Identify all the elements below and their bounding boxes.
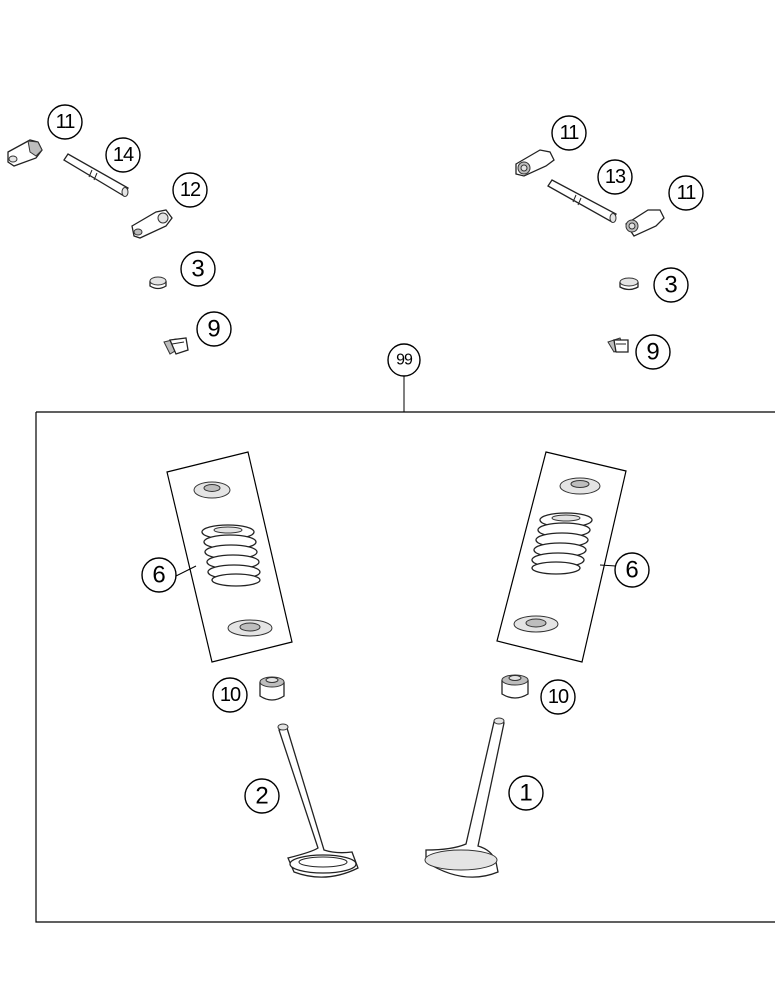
valve-spring-kit-left: [166, 451, 293, 663]
callout-label: 3: [191, 256, 204, 283]
valve-stem-seal-left-10: [259, 676, 285, 701]
callout-label: 11: [56, 111, 76, 133]
callout-label: 11: [677, 182, 697, 204]
callout-6: 6: [141, 557, 177, 593]
callout-label: 6: [625, 557, 638, 584]
callout-14: 14: [105, 137, 141, 173]
valve-keeper-left-9: [163, 337, 189, 355]
callout-12: 12: [172, 172, 208, 208]
rocker-arm-right-11-top: [515, 149, 555, 177]
callout-2: 2: [244, 778, 280, 814]
valve-keeper-right-9: [607, 337, 629, 353]
rocker-arm-right-11-bottom: [625, 209, 665, 237]
callout-9: 9: [635, 334, 671, 370]
rocker-shaft-13: [547, 179, 617, 223]
callout-label: 12: [180, 179, 201, 201]
callout-label: 9: [207, 316, 220, 343]
callout-label: 3: [664, 272, 677, 299]
callout-13: 13: [597, 159, 633, 195]
valve-stem-seal-right-10: [501, 674, 529, 699]
callout-label: 99: [396, 352, 413, 369]
valve-spring-right: [531, 512, 593, 575]
callout-11: 11: [47, 104, 83, 140]
callout-label: 11: [560, 122, 580, 144]
exhaust-valve-2: [277, 723, 359, 878]
callout-6: 6: [614, 552, 650, 588]
callout-label: 6: [152, 562, 165, 589]
callout-label: 9: [646, 339, 659, 366]
assembly-kit-frame: [35, 376, 775, 923]
rocker-arm-left-11: [7, 139, 43, 167]
callout-3: 3: [180, 251, 216, 287]
callout-label: 13: [605, 166, 626, 188]
valve-spring-kit-right: [496, 451, 627, 663]
callout-11: 11: [668, 175, 704, 211]
valve-shim-left-3: [149, 276, 167, 290]
callout-9: 9: [196, 311, 232, 347]
callout-label: 10: [220, 684, 241, 706]
callout-label: 1: [519, 780, 532, 807]
rocker-arm-left-12: [131, 209, 173, 239]
intake-valve-1: [424, 717, 505, 878]
rocker-shaft-14: [63, 153, 129, 197]
callout-10: 10: [212, 677, 248, 713]
callout-1: 1: [508, 775, 544, 811]
callout-99: 99: [387, 343, 421, 377]
valve-shim-right-3: [619, 277, 639, 291]
callout-10: 10: [540, 679, 576, 715]
callout-3: 3: [653, 267, 689, 303]
valve-spring-left: [201, 524, 261, 587]
callout-11: 11: [551, 115, 587, 151]
callout-label: 10: [548, 686, 569, 708]
callout-label: 14: [113, 144, 134, 166]
callout-label: 2: [255, 783, 268, 810]
